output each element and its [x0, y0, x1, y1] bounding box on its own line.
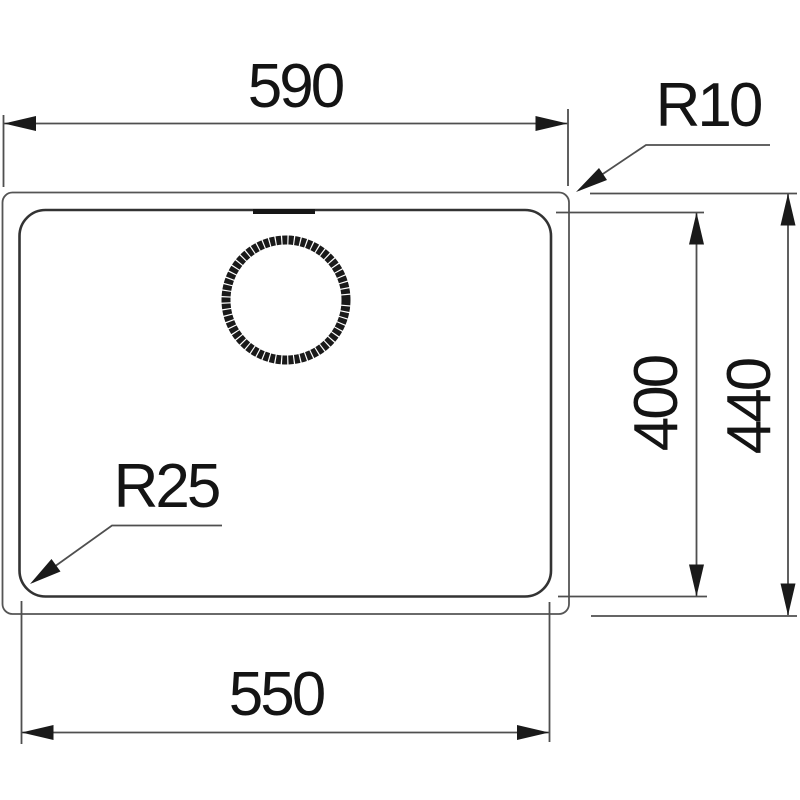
drain-hole-circle [221, 235, 351, 365]
arrowhead-left [21, 725, 54, 740]
dimension-label-440: 440 [715, 358, 784, 454]
leader-arrowhead [576, 168, 607, 192]
sink-inner-bowl-outline [18, 208, 553, 598]
dimension-590: 590 [2, 52, 569, 187]
dimension-400: 400 [556, 211, 707, 598]
radius-label-r10: R10 [656, 71, 762, 140]
dimension-label-550: 550 [229, 660, 325, 729]
leader-arrowhead [30, 559, 61, 584]
arrowhead-up [689, 212, 704, 245]
leader-r25: R25 [30, 452, 222, 584]
arrowhead-right [535, 116, 568, 131]
arrowhead-down [780, 583, 796, 616]
leader-line [32, 524, 222, 583]
dimension-label-590: 590 [248, 52, 344, 121]
arrowhead-down [689, 564, 704, 597]
leader-r10: R10 [576, 71, 770, 192]
sink-outer-outline [1, 191, 570, 615]
arrowhead-right [517, 725, 549, 740]
dimension-550: 550 [20, 601, 551, 744]
arrowhead-up [780, 193, 796, 226]
dimension-label-400: 400 [622, 355, 691, 451]
dimension-440: 440 [590, 192, 797, 617]
radius-label-r25: R25 [114, 452, 219, 521]
arrowhead-left [4, 116, 36, 131]
leader-line [578, 144, 770, 191]
